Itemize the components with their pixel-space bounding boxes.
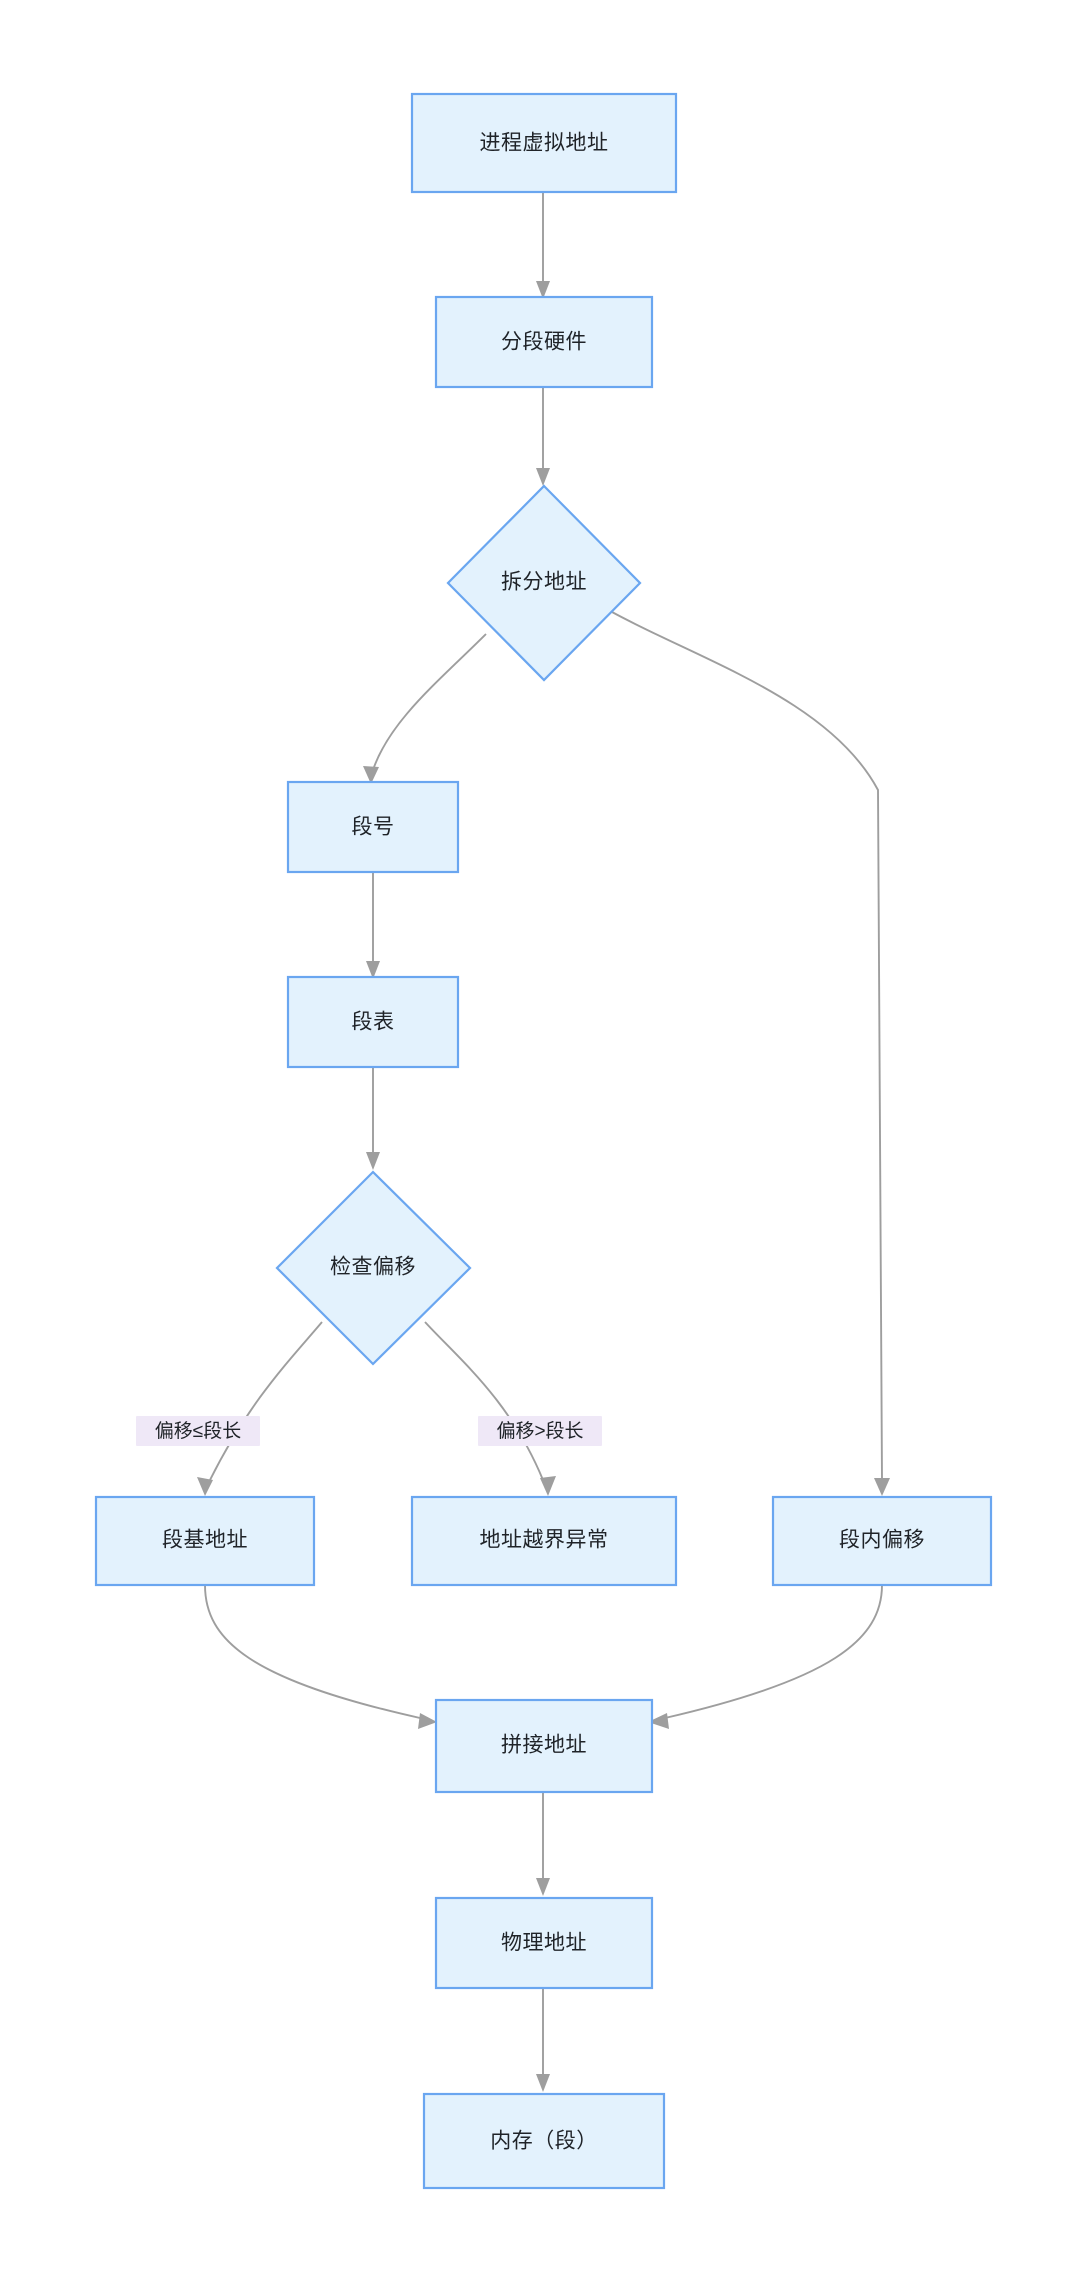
node-segment-table[interactable]: 段表	[286, 975, 460, 1069]
edge-n11-n12	[536, 1988, 550, 2092]
edge-n7-n10	[204, 1584, 437, 1729]
edge-n1-n2	[536, 192, 550, 299]
edge-n10-n11	[536, 1792, 550, 1896]
arrowhead-icon	[540, 1476, 556, 1496]
node-check-offset[interactable]: 检查偏移	[275, 1170, 472, 1366]
edge-label-layer: 偏移≤段长 偏移>段长	[136, 1416, 602, 1446]
edge-label-text: 偏移>段长	[496, 1420, 583, 1442]
node-label: 分段硬件	[501, 331, 587, 354]
edge-n5-n6	[366, 1067, 380, 1170]
node-label: 段基地址	[162, 1529, 248, 1552]
arrowhead-icon	[366, 961, 380, 979]
node-label: 地址越界异常	[480, 1529, 609, 1552]
edge-n6-n8	[424, 1321, 556, 1496]
node-label: 段内偏移	[839, 1529, 925, 1552]
arrowhead-icon	[366, 1152, 380, 1170]
node-label: 进程虚拟地址	[480, 132, 609, 155]
arrowhead-icon	[648, 1713, 669, 1729]
node-segmentation-hardware[interactable]: 分段硬件	[434, 295, 654, 389]
node-label: 物理地址	[501, 1932, 587, 1955]
node-label: 段表	[352, 1011, 395, 1034]
arrowhead-icon	[536, 468, 550, 486]
node-label: 拆分地址	[501, 571, 587, 594]
node-address-out-of-bounds-exception[interactable]: 地址越界异常	[410, 1495, 678, 1587]
edge-n3-n9	[611, 611, 890, 1496]
edge-label-offset-le-seglen: 偏移≤段长	[136, 1416, 260, 1446]
node-label: 内存（段）	[490, 2130, 598, 2153]
edge-label-offset-gt-seglen: 偏移>段长	[478, 1416, 602, 1446]
node-split-address[interactable]: 拆分地址	[446, 484, 642, 682]
node-segment-base-address[interactable]: 段基地址	[94, 1495, 316, 1587]
node-segment-number[interactable]: 段号	[286, 780, 460, 874]
edge-label-text: 偏移≤段长	[155, 1420, 241, 1442]
node-label: 段号	[352, 816, 395, 839]
node-concatenate-address[interactable]: 拼接地址	[434, 1698, 654, 1794]
node-layer: 进程虚拟地址 分段硬件 拆分地址 段号 段表 检查偏移	[94, 92, 993, 2190]
edge-n4-n5	[366, 872, 380, 979]
edge-n3-n4	[363, 633, 487, 784]
arrowhead-icon	[536, 281, 550, 299]
edge-layer	[197, 192, 890, 2092]
arrowhead-icon	[363, 766, 379, 784]
arrowhead-icon	[536, 1878, 550, 1896]
arrowhead-icon	[418, 1713, 437, 1729]
node-physical-address[interactable]: 物理地址	[434, 1896, 654, 1990]
node-label: 拼接地址	[501, 1734, 587, 1757]
node-process-virtual-address[interactable]: 进程虚拟地址	[410, 92, 678, 194]
arrowhead-icon	[874, 1478, 890, 1496]
arrowhead-icon	[197, 1477, 213, 1496]
edge-n2-n3	[536, 387, 550, 486]
edge-n6-n7	[197, 1321, 323, 1496]
node-in-segment-offset[interactable]: 段内偏移	[771, 1495, 993, 1587]
node-label: 检查偏移	[330, 1256, 416, 1279]
node-memory-segment[interactable]: 内存（段）	[422, 2092, 666, 2190]
edge-n9-n10	[648, 1584, 883, 1729]
arrowhead-icon	[536, 2074, 550, 2092]
